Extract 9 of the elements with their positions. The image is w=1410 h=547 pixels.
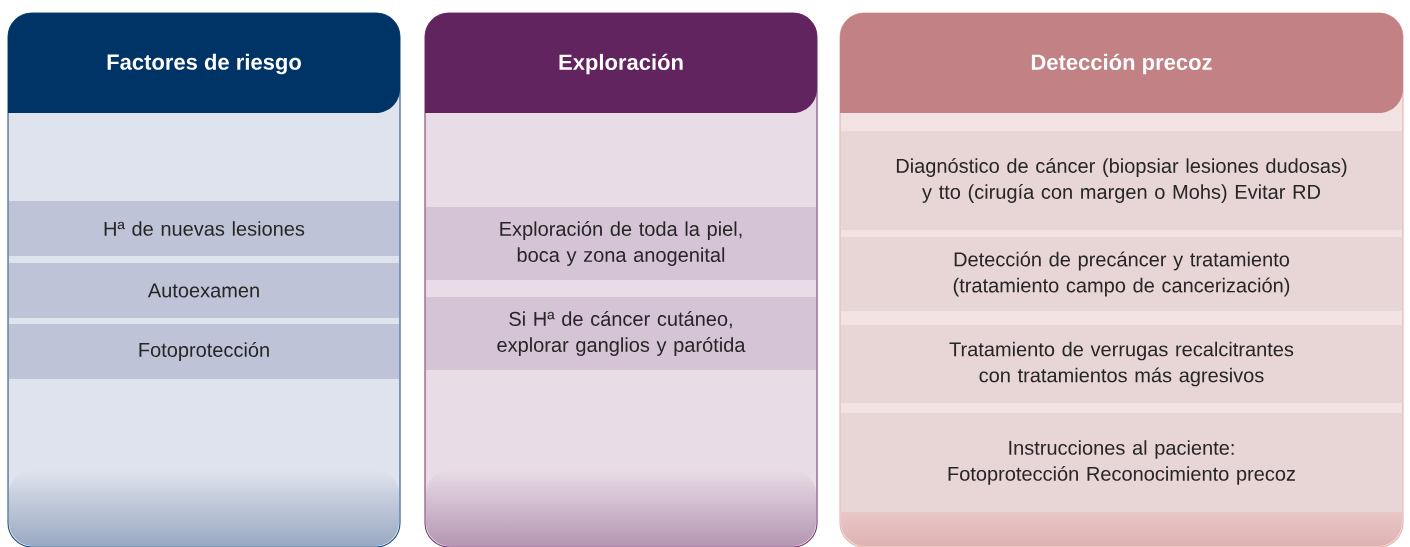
list-row: Hª de nuevas lesiones — [9, 201, 399, 256]
list-row: Fotoprotección — [9, 324, 399, 379]
list-row: Exploración de toda la piel, boca y zona anogenital — [426, 207, 816, 280]
list-row: Detección de precáncer y tratamiento (tratamiento campo de cancerización) — [841, 237, 1402, 311]
list-row: Diagnóstico de cáncer (biopsiar lesiones dudosas) y tto (cirugía con margen o Mohs) Evitar RD — [841, 131, 1402, 230]
list-row: Autoexamen — [9, 263, 399, 318]
list-row: Tratamiento de verrugas recalcitrantes con tratamientos más agresivos — [841, 325, 1402, 403]
list-row: Instrucciones al paciente: Fotoprotección Reconocimiento precoz — [841, 413, 1402, 512]
list-row: Si Hª de cáncer cutáneo, explorar ganglios y parótida — [426, 297, 816, 370]
